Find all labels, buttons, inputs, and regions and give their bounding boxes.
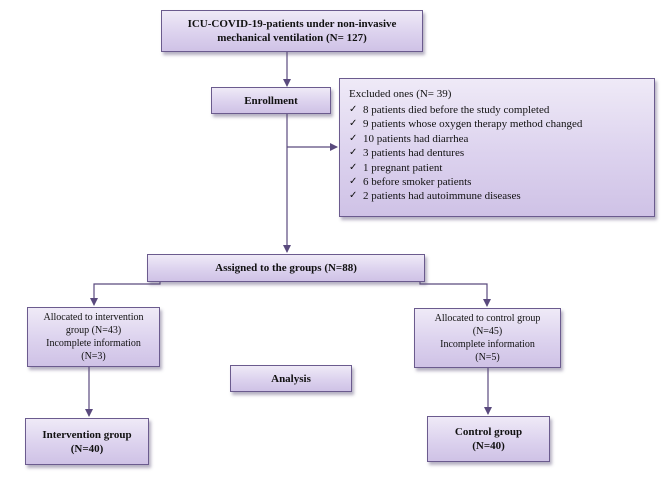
source-line-2: mechanical ventilation (N= 127) [217,32,367,44]
list-item: ✓2 patients had autoimmune diseases [349,190,521,203]
excluded-title: Excluded ones (N= 39) [349,88,452,100]
allocated-control-box: Allocated to control group (N=45) Incomp… [414,308,561,368]
assigned-label: Assigned to the groups (N=88) [215,262,357,274]
list-item: ✓8 patients died before the study comple… [349,104,550,116]
alloc-ctl-line-1: Allocated to control group [434,313,541,324]
allocated-intervention-box: Allocated to intervention group (N=43) I… [27,307,160,367]
list-item: ✓1 pregnant patient [349,161,443,174]
alloc-int-line-2: group (N=43) [65,325,122,336]
check-icon: ✓ [349,161,358,173]
analysis-box: Analysis [230,365,352,392]
intervention-group-line-1: Intervention group [42,428,132,441]
alloc-ctl-line-4: (N=5) [475,352,500,363]
check-icon: ✓ [349,118,358,130]
arrow-assigned-to-intervention [90,282,161,306]
check-icon: ✓ [349,190,358,202]
control-group-line-2: (N=40) [472,440,505,452]
alloc-int-line-3: Incomplete information [46,338,141,349]
list-item: ✓10 patients had diarrhea [349,132,469,145]
control-group-line-1: Control group [454,426,523,438]
check-icon: ✓ [349,176,358,188]
intervention-group-line-2: (N=40) [70,442,104,455]
control-group-box: Control group (N=40) [427,416,550,462]
enrollment-label: Enrollment [244,94,298,107]
check-icon: ✓ [349,104,358,115]
alloc-ctl-line-2: (N=45) [472,326,503,337]
alloc-ctl-line-3: Incomplete information [440,339,535,350]
list-item: ✓6 before smoker patients [349,176,472,189]
enrollment-source-box: ICU-COVID-19-patients under non-invasive… [161,10,423,52]
check-icon: ✓ [349,147,358,159]
alloc-int-line-4: (N=3) [81,351,106,362]
list-item: ✓9 patients whose oxygen therapy method … [349,118,583,131]
check-icon: ✓ [349,132,358,144]
enrollment-box: Enrollment [211,87,331,114]
analysis-label: Analysis [271,372,311,385]
list-item: ✓3 patients had dentures [349,147,465,160]
excluded-list: ✓8 patients died before the study comple… [349,103,582,204]
assigned-box: Assigned to the groups (N=88) [147,254,425,282]
alloc-int-line-1: Allocated to intervention [43,312,144,323]
arrow-assigned-to-control [419,282,491,307]
intervention-group-box: Intervention group (N=40) [25,418,149,465]
source-line-1: ICU-COVID-19-patients under non-invasive [187,18,397,30]
excluded-box: Excluded ones (N= 39) ✓8 patients died b… [339,78,655,217]
